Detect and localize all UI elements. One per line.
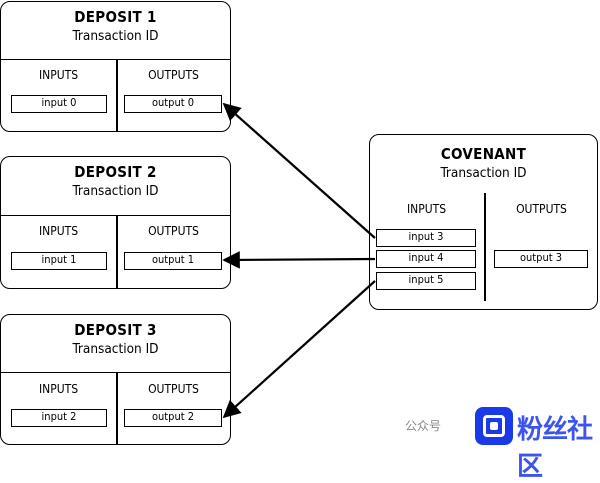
covenant-input-4: input 4 [376,250,476,268]
deposit-1-output: output 0 [124,95,222,113]
deposit-1-input: input 0 [11,95,107,113]
arrow-input4-to-output1 [222,251,376,269]
covenant-input-3: input 3 [376,229,476,247]
deposit-3-subtitle: Transaction ID [72,341,159,357]
watermark-brand: 粉丝社区 [517,415,593,482]
deposit-2-title: DEPOSIT 2 [74,163,157,181]
deposit-1-header: DEPOSIT 1 Transaction ID [1,2,230,60]
covenant-outputs-label: OUTPUTS [516,202,567,216]
covenant-divider [484,193,486,301]
deposit-2-divider [116,215,118,288]
deposit-1-transaction: DEPOSIT 1 Transaction ID INPUTS OUTPUTS … [0,1,231,132]
deposit-2-outputs-label: OUTPUTS [148,224,199,238]
deposit-3-output: output 2 [124,409,222,427]
deposit-2-inputs-label: INPUTS [38,224,79,238]
deposit-2-output: output 1 [124,252,222,270]
arrow-input5-to-output2 [222,280,376,419]
deposit-2-subtitle: Transaction ID [72,183,159,199]
deposit-1-subtitle: Transaction ID [72,28,159,44]
covenant-header: COVENANT Transaction ID [370,135,597,189]
covenant-inputs-label: INPUTS [406,202,447,216]
connection-arrows [222,102,376,419]
covenant-transaction: COVENANT Transaction ID INPUTS OUTPUTS i… [369,134,598,310]
deposit-2-input: input 1 [11,252,107,270]
deposit-3-input: input 2 [11,409,107,427]
covenant-title: COVENANT [440,145,527,163]
deposit-3-outputs-label: OUTPUTS [148,382,199,396]
arrow-input3-to-output0 [222,102,376,239]
deposit-3-header: DEPOSIT 3 Transaction ID [1,315,230,373]
deposit-3-title: DEPOSIT 3 [74,321,157,339]
deposit-3-divider [116,372,118,444]
deposit-1-outputs-label: OUTPUTS [148,68,199,82]
deposit-2-header: DEPOSIT 2 Transaction ID [1,157,230,216]
deposit-1-inputs-label: INPUTS [38,68,79,82]
watermark-text: 公众号 [405,419,442,433]
deposit-3-inputs-label: INPUTS [38,382,79,396]
deposit-1-title: DEPOSIT 1 [74,8,157,26]
covenant-output-3: output 3 [494,250,588,268]
covenant-subtitle: Transaction ID [440,165,527,181]
watermark: 公众号 粉丝社区 [405,405,600,482]
brand-logo-icon [475,407,513,445]
deposit-2-transaction: DEPOSIT 2 Transaction ID INPUTS OUTPUTS … [0,156,231,289]
deposit-1-divider [116,59,118,131]
covenant-input-5: input 5 [376,272,476,290]
deposit-3-transaction: DEPOSIT 3 Transaction ID INPUTS OUTPUTS … [0,314,231,445]
